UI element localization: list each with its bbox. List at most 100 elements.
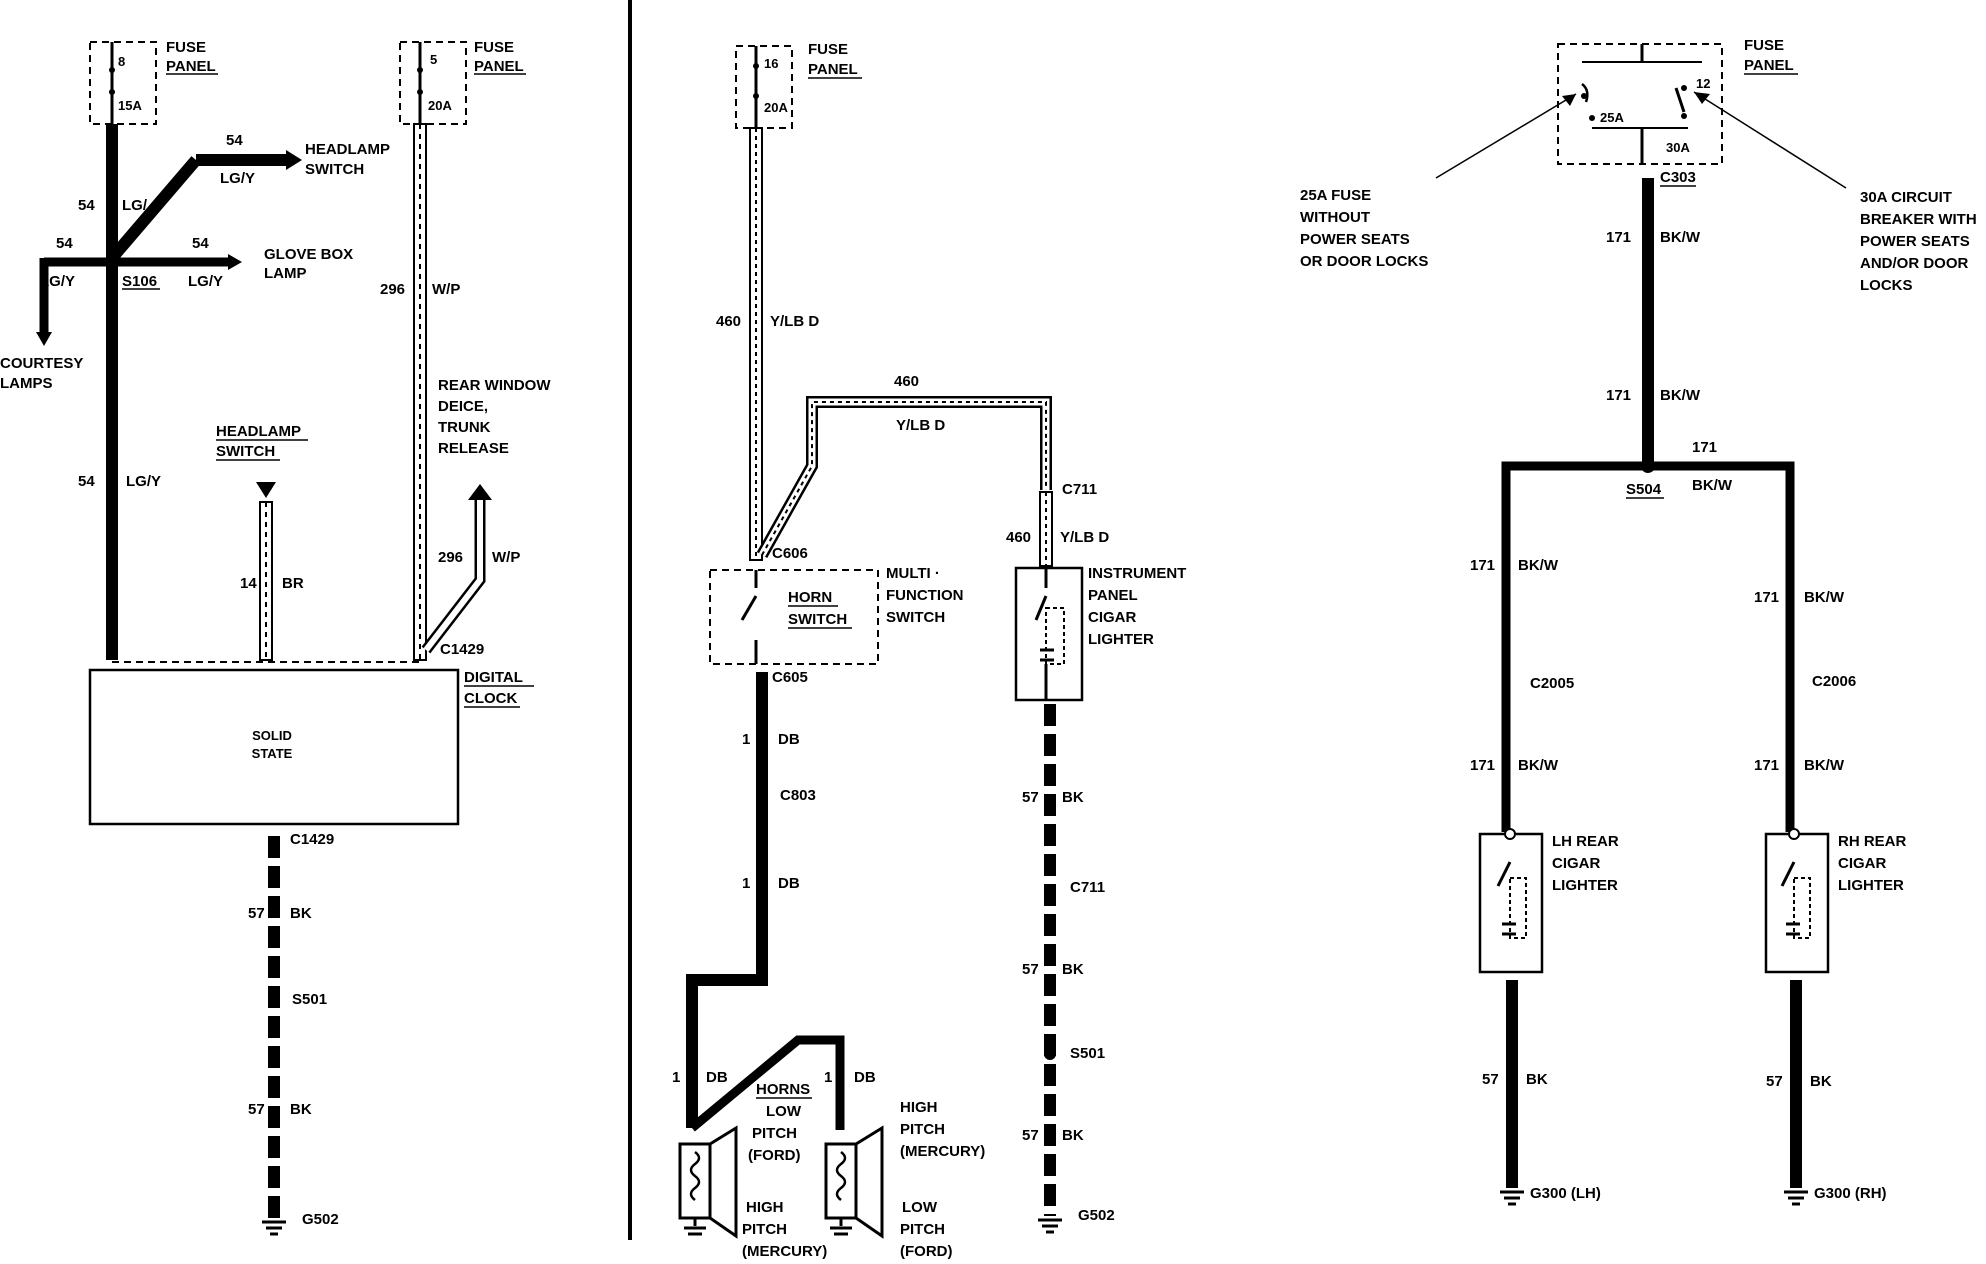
connector-label: C2006 [1812,673,1856,690]
splice-label: S504 [1626,481,1662,498]
wire-color: Y/LB D [770,313,819,330]
lh-rear-label: LH REAR [1552,833,1619,850]
wire-color: Y/LB D [896,417,945,434]
fuse-panel-label: PANEL [1744,57,1794,74]
wire-num: 54 [226,132,243,149]
wire-num: 296 [438,549,463,566]
fuse-8 [89,41,157,125]
rh-rear-label: CIGAR [1838,855,1887,872]
wire-num: 54 [78,473,95,490]
splice-s501 [1044,1048,1056,1060]
headlamp-switch-label: HEADLAMP [216,423,301,440]
wire-num: 1 [824,1069,832,1086]
horn-pitch-label: (MERCURY) [900,1143,985,1160]
headlamp-switch-label: SWITCH [216,443,275,460]
fuse-amp: 20A [428,98,452,113]
fuse-num: 5 [430,52,437,67]
wire-color: BK/W [1660,229,1701,246]
rear-window-label: REAR WINDOW [438,377,551,394]
wire-color: BK [290,905,312,922]
fuse-note: POWER SEATS [1300,231,1410,248]
fuse-panel-label: FUSE [166,39,206,56]
fuse-panel-label: FUSE [474,39,514,56]
wire-num: 296 [380,281,405,298]
lh-rear-label: LIGHTER [1552,877,1618,894]
wire-num: 57 [248,905,265,922]
courtesy-lamps-label: COURTESY [0,355,83,372]
rh-rear-cigar-lighter [1764,832,1830,974]
fuse-amp: 20A [764,100,788,115]
splice-label: S501 [1070,1045,1105,1062]
breaker-note: POWER SEATS [1860,233,1970,250]
breaker-note: BREAKER WITH [1860,211,1977,228]
ground-label: G502 [302,1211,339,1228]
rear-window-label: DEICE, [438,398,488,415]
horn-pitch-label: PITCH [742,1221,787,1238]
down-arrow-icon [256,482,276,498]
wire-num: 171 [1754,589,1779,606]
connector-label: C606 [772,545,808,562]
clock-circuit: 8 15A FUSE PANEL 5 20A FUSE PANEL 54 LG/… [0,39,551,1236]
multi-function-switch-box [709,569,879,665]
fuse-panel-label: PANEL [808,61,858,78]
digital-clock-label: CLOCK [464,690,517,707]
rh-rear-label: LIGHTER [1838,877,1904,894]
fuse-panel-label: PANEL [166,58,216,75]
wire-num: 57 [1482,1071,1499,1088]
fuse-note: WITHOUT [1300,209,1370,226]
rear-lighter-circuit: 25A 12 30A FUSE PANEL 25A FUSE WITHOUT P… [1300,37,1977,1206]
wire-color: BK/W [1518,757,1559,774]
instrument-panel-label: INSTRUMENT [1088,565,1186,582]
splice-label: S501 [292,991,327,1008]
wire-num: 171 [1754,757,1779,774]
horn-pitch-label: PITCH [900,1121,945,1138]
wire-color: LG/ [122,197,148,214]
fuse-16 [735,45,793,129]
ground-label: G300 (RH) [1814,1185,1887,1202]
horn-switch-label: HORN [788,589,832,606]
wire-color: DB [706,1069,728,1086]
wire-num: 57 [248,1101,265,1118]
wire-num: 171 [1470,557,1495,574]
wire-color: BK/W [1660,387,1701,404]
ground-icon [1784,1190,1808,1206]
solid-state-label: STATE [252,746,293,761]
wire-color: BK [1062,789,1084,806]
rh-rear-label: RH REAR [1838,833,1907,850]
splice-s501 [268,994,280,1006]
ground-icon [1500,1190,1524,1206]
wire-num: 14 [240,575,257,592]
ground-label: G502 [1078,1207,1115,1224]
instrument-panel-label: LIGHTER [1088,631,1154,648]
wire-num: 460 [716,313,741,330]
horn-pitch-label: LOW [766,1103,802,1120]
horn-pitch-label: (FORD) [900,1243,953,1260]
wire-num: 171 [1692,439,1717,456]
ground-icon [262,1220,286,1236]
headlamp-switch-label: HEADLAMP [305,141,390,158]
wire-color: Y/LB D [1060,529,1109,546]
wire-color: BK [1526,1071,1548,1088]
fuse-amp: 15A [118,98,142,113]
wire-color: LG/Y [188,273,223,290]
multi-function-label: FUNCTION [886,587,964,604]
multi-function-label: MULTI · [886,565,940,582]
wire-color: BK/W [1518,557,1559,574]
fuse-5 [399,41,467,125]
wire-num: 171 [1606,229,1631,246]
horns-label: HORNS [756,1081,810,1098]
connector-label: C711 [1070,879,1105,896]
wire-color: BK [1062,961,1084,978]
fuse-panel-label: PANEL [474,58,524,75]
connector-label: C803 [780,787,816,804]
connector-label: C711 [1062,481,1097,498]
fuse-note: 25A FUSE [1300,187,1371,204]
fuse-num: 16 [764,56,778,71]
horn-pitch-label: LOW [902,1199,938,1216]
horn-pitch-label: HIGH [900,1099,938,1116]
horn-icon [824,1125,884,1239]
glove-box-label: LAMP [264,265,307,282]
breaker-note: AND/OR DOOR [1860,255,1969,272]
wire-color: W/P [492,549,520,566]
